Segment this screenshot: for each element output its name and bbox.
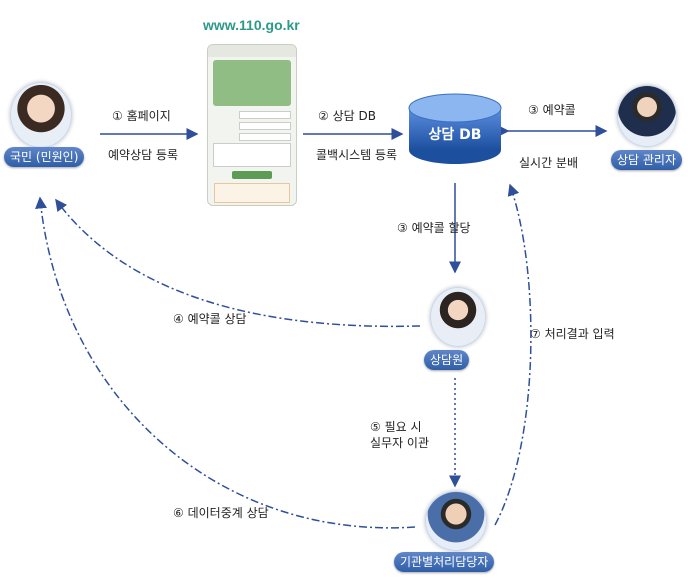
citizen-avatar bbox=[10, 82, 72, 148]
website-screenshot bbox=[207, 44, 297, 206]
step3-sublabel: 실시간 분배 bbox=[519, 156, 579, 170]
step1-sublabel: 예약상담 등록 bbox=[108, 148, 179, 162]
db-cylinder-icon bbox=[408, 93, 502, 164]
citizen-label: 국민 (민원인) bbox=[4, 147, 85, 167]
step2-sublabel: 콜백시스템 등록 bbox=[316, 148, 398, 162]
manager-avatar bbox=[617, 85, 677, 147]
arrow-counselor-to-citizen bbox=[55, 198, 421, 328]
step4-label: ④ 예약콜 상담 bbox=[173, 312, 247, 326]
step6-label: ⑥ 데이터중계 상담 bbox=[173, 506, 269, 520]
manager-label: 상담 관리자 bbox=[611, 150, 683, 170]
arrow-agency-to-db bbox=[494, 183, 532, 526]
step3-label: ③ 예약콜 bbox=[528, 103, 576, 117]
arrow-agency-to-citizen bbox=[35, 196, 416, 529]
counselor-avatar bbox=[430, 287, 486, 347]
step3-assign-label: ③ 예약콜 할당 bbox=[397, 221, 471, 235]
agency-staff-avatar bbox=[425, 491, 487, 551]
website-url: www.110.go.kr bbox=[203, 17, 300, 33]
step7-label: ⑦ 처리결과 입력 bbox=[530, 327, 615, 341]
step1-label: ① 홈페이지 bbox=[112, 109, 171, 123]
counselor-label: 상담원 bbox=[424, 350, 470, 370]
db-label: 상담 DB bbox=[428, 127, 482, 143]
step5-sublabel: 실무자 이관 bbox=[370, 436, 430, 450]
step2-label: ② 상담 DB bbox=[318, 109, 376, 123]
agency-staff-label: 기관별처리담당자 bbox=[394, 552, 495, 572]
step5-label: ⑤ 필요 시 bbox=[370, 420, 422, 434]
